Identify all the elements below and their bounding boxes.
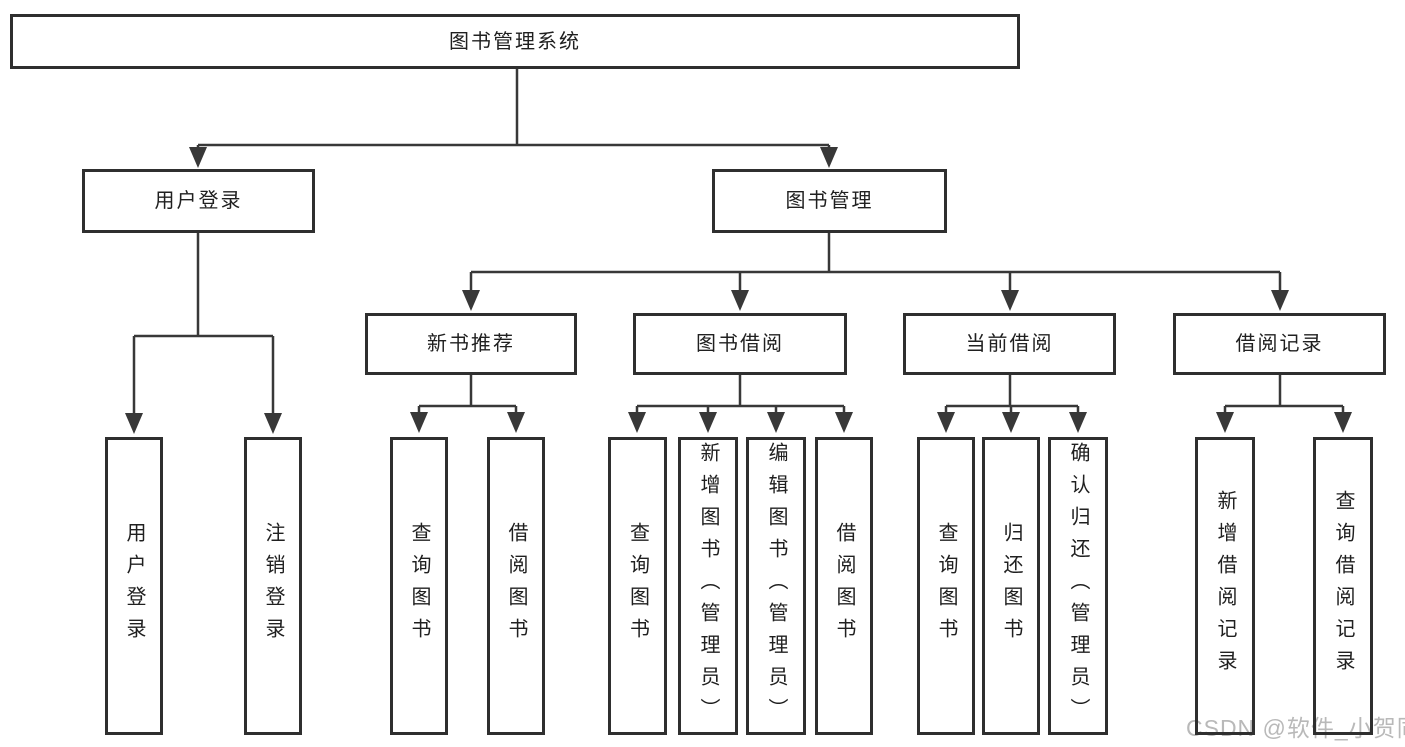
node-library-management-system: 图书管理系统 [10, 14, 1020, 69]
node-book-management: 图书管理 [712, 169, 947, 233]
leaf-borrowing-edit-books-admin: 编辑图书（管理员） [746, 437, 806, 735]
leaf-logout: 注销登录 [244, 437, 302, 735]
csdn-watermark: CSDN @软件_小贺同学 [1186, 715, 1405, 741]
leaf-borrowing-query-books: 查询图书 [608, 437, 667, 735]
leaf-user-login: 用户登录 [105, 437, 163, 735]
leaf-borrowing-borrow-books: 借阅图书 [815, 437, 873, 735]
node-book-borrowing: 图书借阅 [633, 313, 847, 375]
leaf-current-confirm-return-admin: 确认归还（管理员） [1048, 437, 1108, 735]
node-new-book-recommend: 新书推荐 [365, 313, 577, 375]
leaf-recommend-query-books: 查询图书 [390, 437, 448, 735]
leaf-records-add-borrow-record: 新增借阅记录 [1195, 437, 1255, 735]
node-current-borrowing: 当前借阅 [903, 313, 1116, 375]
leaf-current-query-books: 查询图书 [917, 437, 975, 735]
leaf-borrowing-add-books-admin: 新增图书（管理员） [678, 437, 738, 735]
arrowheads [125, 147, 1352, 434]
leaf-records-query-borrow-record: 查询借阅记录 [1313, 437, 1373, 735]
leaf-current-return-books: 归还图书 [982, 437, 1040, 735]
leaf-recommend-borrow-books: 借阅图书 [487, 437, 545, 735]
node-user-login: 用户登录 [82, 169, 315, 233]
node-borrowing-records: 借阅记录 [1173, 313, 1386, 375]
